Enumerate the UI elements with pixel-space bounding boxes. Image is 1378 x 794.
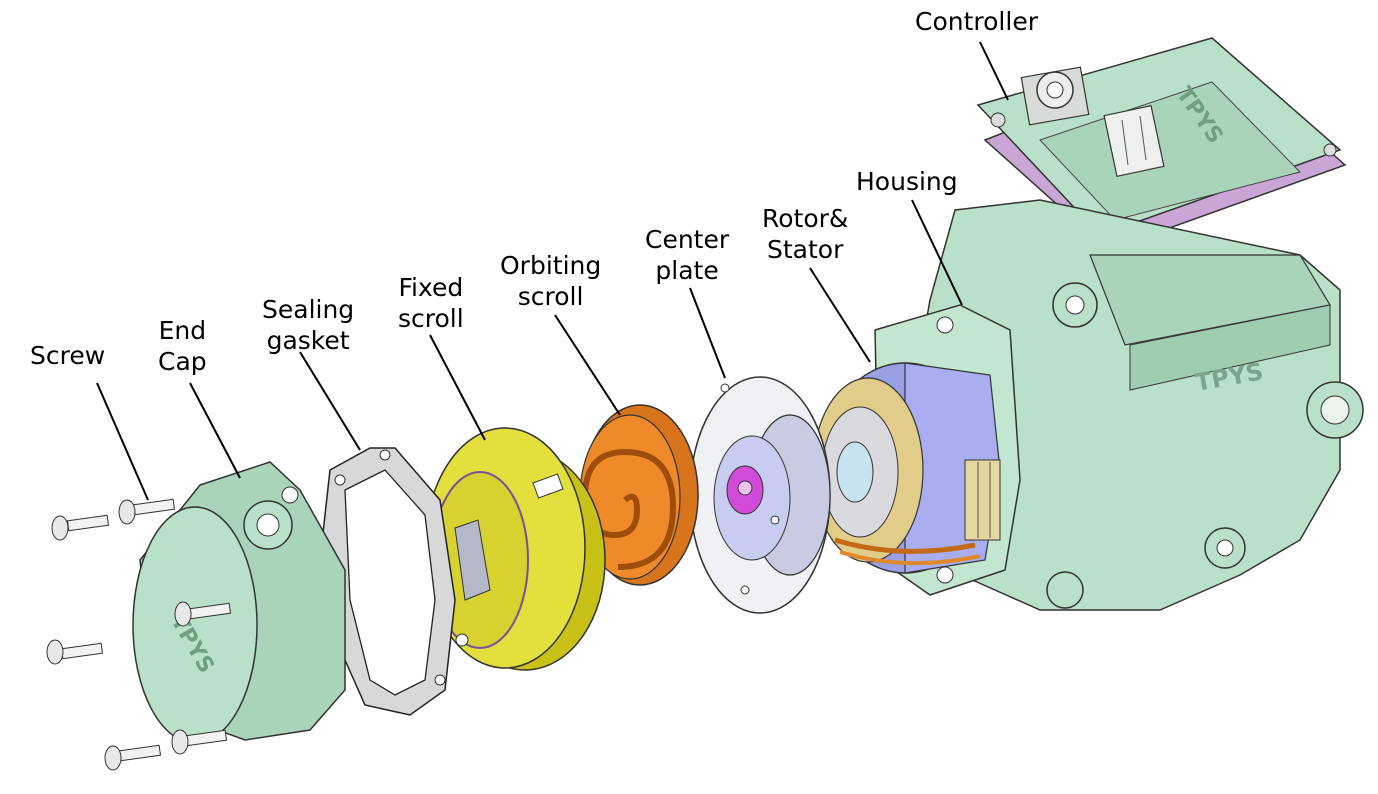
leader-fixed-scroll xyxy=(429,334,486,441)
leader-screw xyxy=(96,382,149,501)
screw-2 xyxy=(118,498,176,525)
label-sealing-gasket: Sealing gasket xyxy=(262,295,355,355)
screw-5 xyxy=(104,744,162,771)
label-screw: Screw xyxy=(30,341,106,370)
label-fixed-scroll: Fixed scroll xyxy=(398,273,464,333)
leader-end-cap xyxy=(189,382,241,479)
end-cap-part: TPYS xyxy=(132,461,346,744)
label-end-cap: End Cap xyxy=(158,316,207,376)
screw-4 xyxy=(46,639,104,665)
orbiting-scroll-part xyxy=(579,404,699,586)
label-orbiting-scroll: Orbiting scroll xyxy=(500,251,602,311)
label-housing: Housing xyxy=(856,167,958,196)
screw-set xyxy=(46,498,232,771)
leader-sealing-gasket xyxy=(299,351,361,451)
leader-lines xyxy=(96,41,1009,501)
screw-3 xyxy=(174,601,232,627)
leader-rotor-stator xyxy=(809,267,871,363)
rotor-stator-part xyxy=(812,362,1001,574)
screw-6 xyxy=(171,729,228,755)
fixed-scroll-part xyxy=(424,427,606,671)
label-center-plate: Center plate xyxy=(645,225,730,285)
leader-orbiting-scroll xyxy=(554,314,621,416)
leader-center-plate xyxy=(689,287,726,379)
leader-housing xyxy=(911,199,963,306)
label-rotor-stator: Rotor& Stator xyxy=(762,204,849,264)
screw-1 xyxy=(51,514,110,541)
leader-controller xyxy=(979,41,1009,101)
sealing-gasket-part xyxy=(319,447,456,716)
center-plate-part xyxy=(689,376,831,614)
label-controller: Controller xyxy=(915,7,1038,36)
controller-part: TPYS xyxy=(976,37,1347,251)
